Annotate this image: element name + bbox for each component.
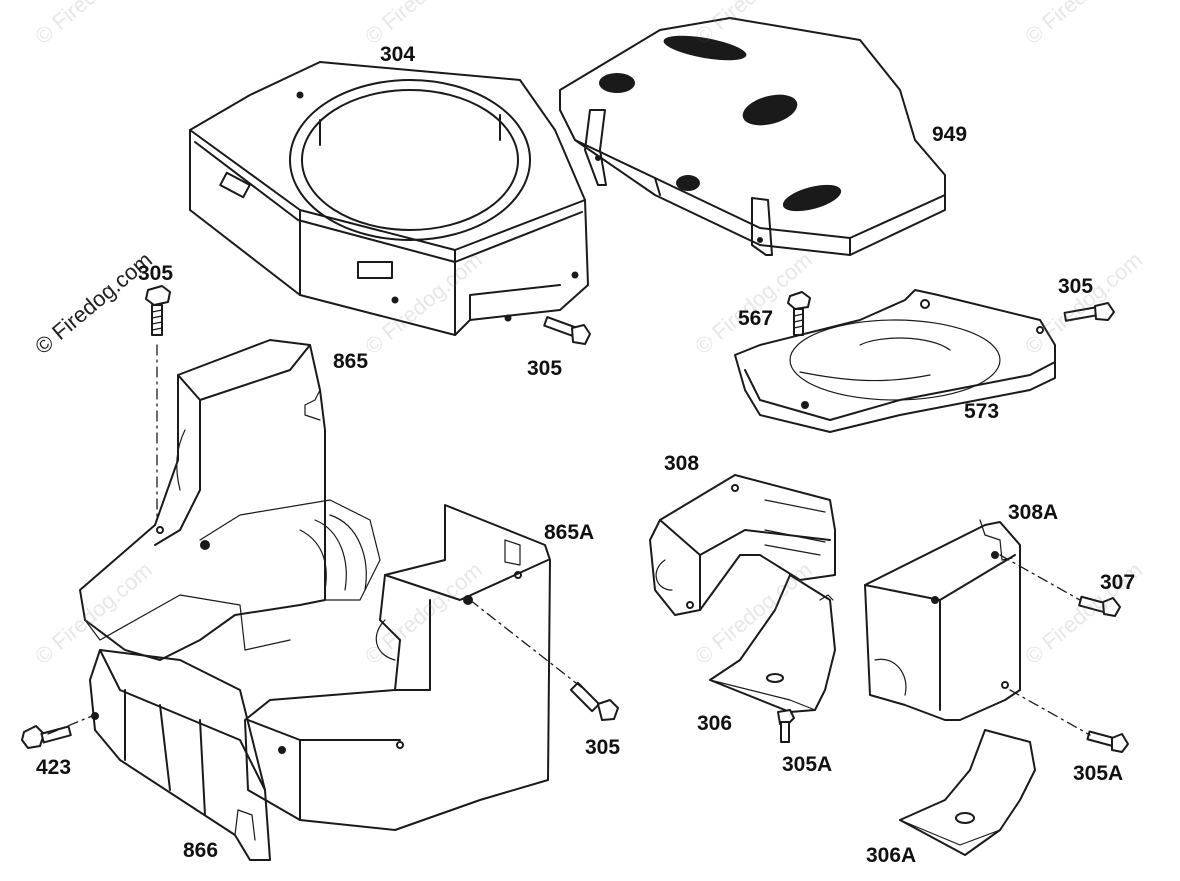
callout-865: 865 (333, 350, 369, 373)
bolt-305A-right (1086, 730, 1129, 753)
callout-307: 307 (1100, 571, 1136, 594)
cylinder-shroud-865 (79, 339, 381, 661)
callout-573: 573 (964, 400, 1000, 423)
callout-305A-lower: 305A (782, 753, 833, 776)
shield-308 (649, 474, 836, 616)
bolt-305-upper-left (145, 285, 171, 336)
callout-305-plate: 305 (1058, 275, 1094, 298)
rotating-screen-949 (559, 17, 946, 256)
bolt-423 (21, 725, 72, 749)
callout-305-shroud: 305 (585, 736, 621, 759)
blower-housing-304 (189, 61, 589, 336)
bolt-305-housing (543, 316, 591, 345)
shield-308A (864, 519, 1021, 721)
callout-866: 866 (183, 839, 219, 862)
callout-567: 567 (738, 307, 774, 330)
leader-lines (47, 344, 1091, 736)
callout-305-housing: 305 (527, 357, 563, 380)
callout-304: 304 (380, 43, 416, 66)
callout-865A: 865A (544, 521, 595, 544)
deflector-306A (899, 729, 1036, 856)
bolt-567 (787, 291, 811, 336)
callout-949: 949 (932, 123, 968, 146)
callout-305A-right: 305A (1073, 762, 1124, 785)
callout-305-upper-left: 305 (138, 262, 174, 285)
bolt-307 (1078, 595, 1121, 617)
callout-306A: 306A (866, 844, 917, 867)
deflector-306 (709, 574, 836, 713)
bolt-305-plate (1063, 302, 1115, 322)
callout-423: 423 (36, 756, 72, 779)
callout-308: 308 (664, 452, 700, 475)
air-baffle-866 (89, 649, 271, 861)
bolt-305-shroud (569, 681, 619, 721)
bolt-305A-lower (777, 709, 795, 743)
callout-308A: 308A (1008, 501, 1059, 524)
cylinder-shroud-865A (244, 504, 551, 831)
base-plate-573 (734, 289, 1056, 433)
callout-306: 306 (697, 712, 733, 735)
